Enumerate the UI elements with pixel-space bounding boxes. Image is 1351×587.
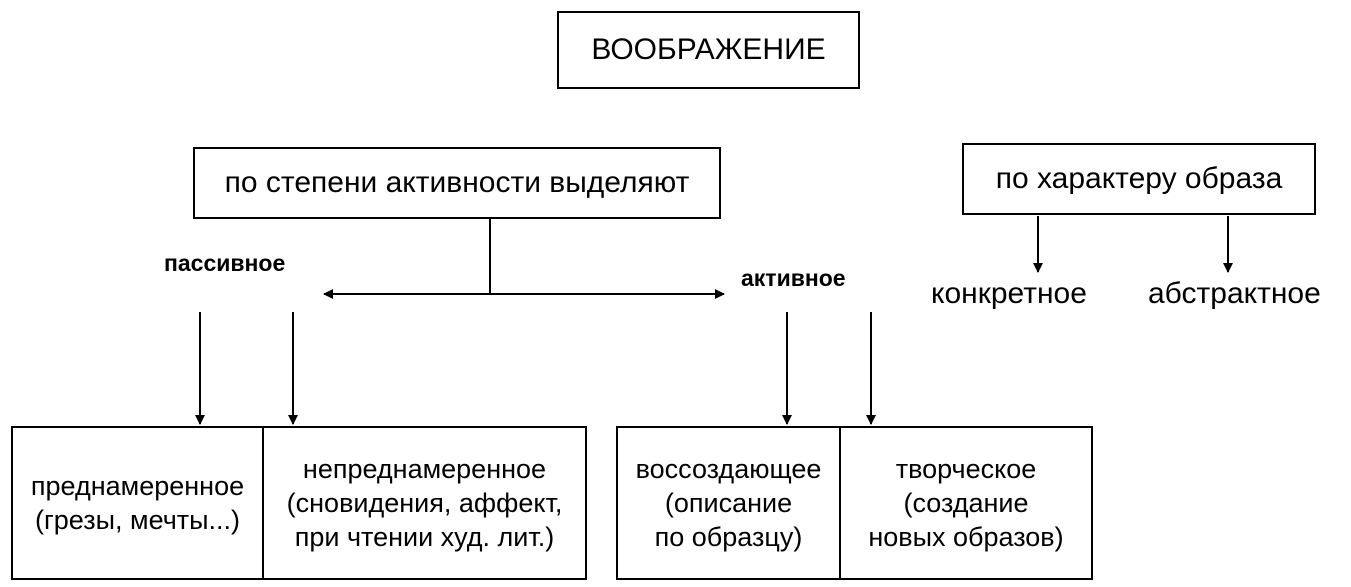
concrete-label: конкретное <box>931 277 1087 310</box>
recreative-line-3: по образцу) <box>654 522 803 552</box>
activity-header-box: по степени активности выделяют <box>193 147 721 219</box>
unintentional-line-1: непреднамеренное <box>302 454 547 484</box>
activity-header-text: по степени активности выделяют <box>224 166 690 199</box>
creative-line-1: творческое <box>895 454 1037 484</box>
abstract-label: абстрактное <box>1148 277 1321 310</box>
image-character-header-box: по характеру образа <box>962 143 1316 215</box>
intentional-line-2: (грезы, мечты...) <box>34 505 241 535</box>
recreative-box: воссоздающее (описание по образцу) <box>616 426 841 580</box>
intentional-line-1: преднамеренное <box>30 471 245 501</box>
intentional-box: преднамеренное (грезы, мечты...) <box>11 426 264 580</box>
passive-label: пассивное <box>164 250 286 276</box>
image-character-header-text: по характеру образа <box>995 162 1283 195</box>
active-label: активное <box>741 265 846 291</box>
unintentional-line-2: (сновидения, аффект, <box>286 488 563 518</box>
creative-line-3: новых образов) <box>868 522 1064 552</box>
title-box: ВООБРАЖЕНИЕ <box>557 11 860 89</box>
creative-box: творческое (создание новых образов) <box>839 426 1093 580</box>
unintentional-line-3: при чтении худ. лит.) <box>294 522 555 552</box>
title-text: ВООБРАЖЕНИЕ <box>591 33 826 66</box>
creative-line-2: (создание <box>903 488 1029 518</box>
recreative-line-1: воссоздающее <box>635 454 822 484</box>
recreative-line-2: (описание <box>664 488 793 518</box>
unintentional-box: непреднамеренное (сновидения, аффект, пр… <box>262 426 587 580</box>
